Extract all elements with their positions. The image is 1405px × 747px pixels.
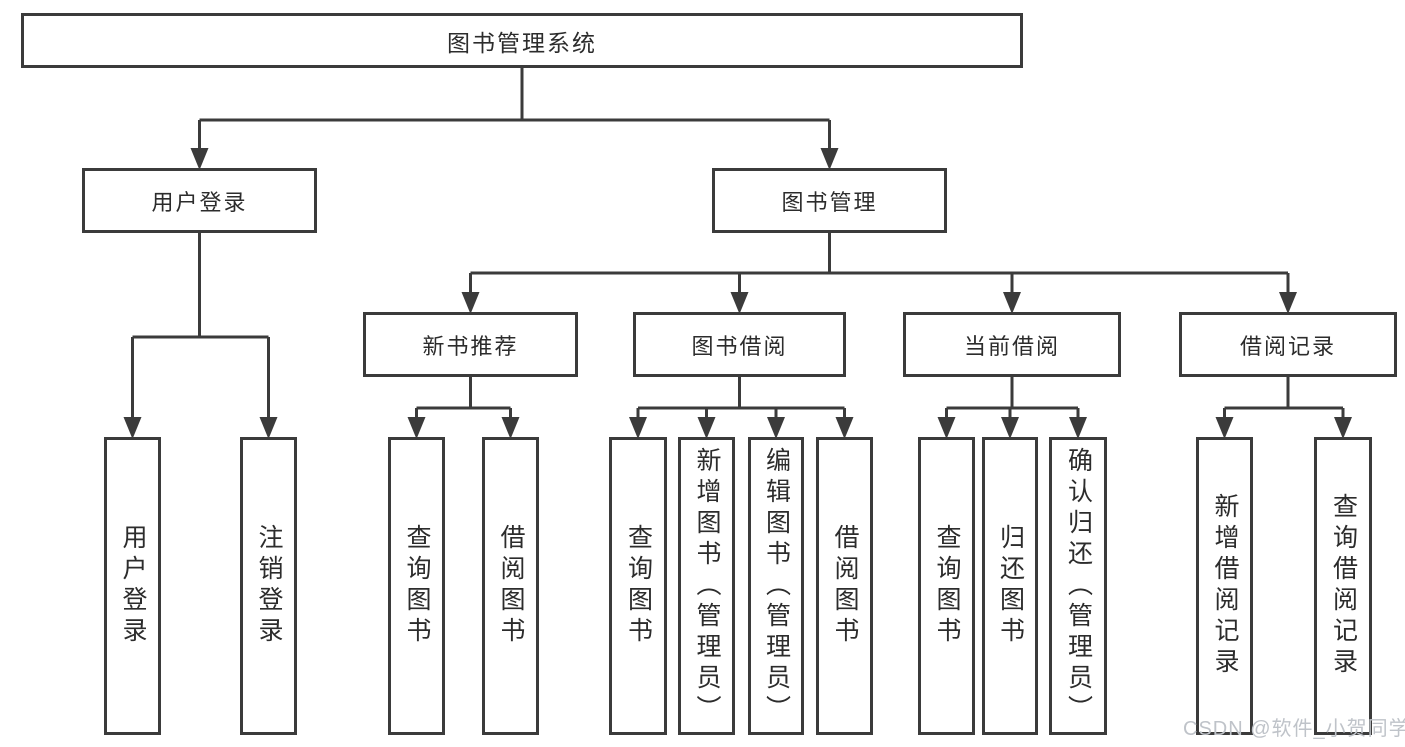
- arrowhead-icon: [1215, 417, 1234, 439]
- arrowhead-icon: [259, 417, 278, 439]
- node-nb-query: 查询图书: [388, 437, 445, 735]
- arrowhead-icon: [767, 417, 785, 439]
- node-new-books: 新书推荐: [363, 312, 578, 377]
- node-root: 图书管理系统: [21, 13, 1023, 68]
- node-bw-query: 查询图书: [609, 437, 667, 735]
- arrowhead-icon: [1003, 292, 1021, 314]
- node-current: 当前借阅: [903, 312, 1121, 377]
- arrowhead-icon: [190, 148, 209, 170]
- node-mgmt: 图书管理: [712, 168, 947, 233]
- arrowhead-icon: [1069, 417, 1087, 439]
- node-rec-query: 查询借阅记录: [1314, 437, 1372, 735]
- node-logout: 注销登录: [240, 437, 297, 735]
- node-bw-add: 新增图书（管理员）: [678, 437, 735, 735]
- arrowhead-icon: [835, 417, 854, 439]
- arrowhead-icon: [1001, 417, 1019, 439]
- node-cur-query: 查询图书: [918, 437, 975, 735]
- node-bw-edit: 编辑图书（管理员）: [748, 437, 804, 735]
- arrowhead-icon: [1279, 292, 1297, 314]
- node-rec-add: 新增借阅记录: [1196, 437, 1253, 735]
- node-records: 借阅记录: [1179, 312, 1397, 377]
- arrowhead-icon: [1334, 417, 1352, 439]
- arrowhead-icon: [697, 417, 716, 439]
- arrowhead-icon: [730, 292, 749, 314]
- arrowhead-icon: [937, 417, 956, 439]
- node-cur-confirm: 确认归还（管理员）: [1049, 437, 1107, 735]
- arrowhead-icon: [461, 292, 480, 314]
- watermark-text: CSDN @软件_小贺同学: [1183, 718, 1405, 740]
- node-bw-borrow: 借阅图书: [816, 437, 873, 735]
- arrowhead-icon: [501, 417, 520, 439]
- node-nb-borrow: 借阅图书: [482, 437, 539, 735]
- node-cur-return: 归还图书: [982, 437, 1038, 735]
- arrowhead-icon: [629, 417, 647, 439]
- arrowhead-icon: [407, 417, 426, 439]
- arrowhead-icon: [123, 417, 142, 439]
- node-login: 用户登录: [82, 168, 317, 233]
- arrowhead-icon: [820, 148, 839, 170]
- node-user-login: 用户登录: [104, 437, 161, 735]
- node-borrow: 图书借阅: [633, 312, 846, 377]
